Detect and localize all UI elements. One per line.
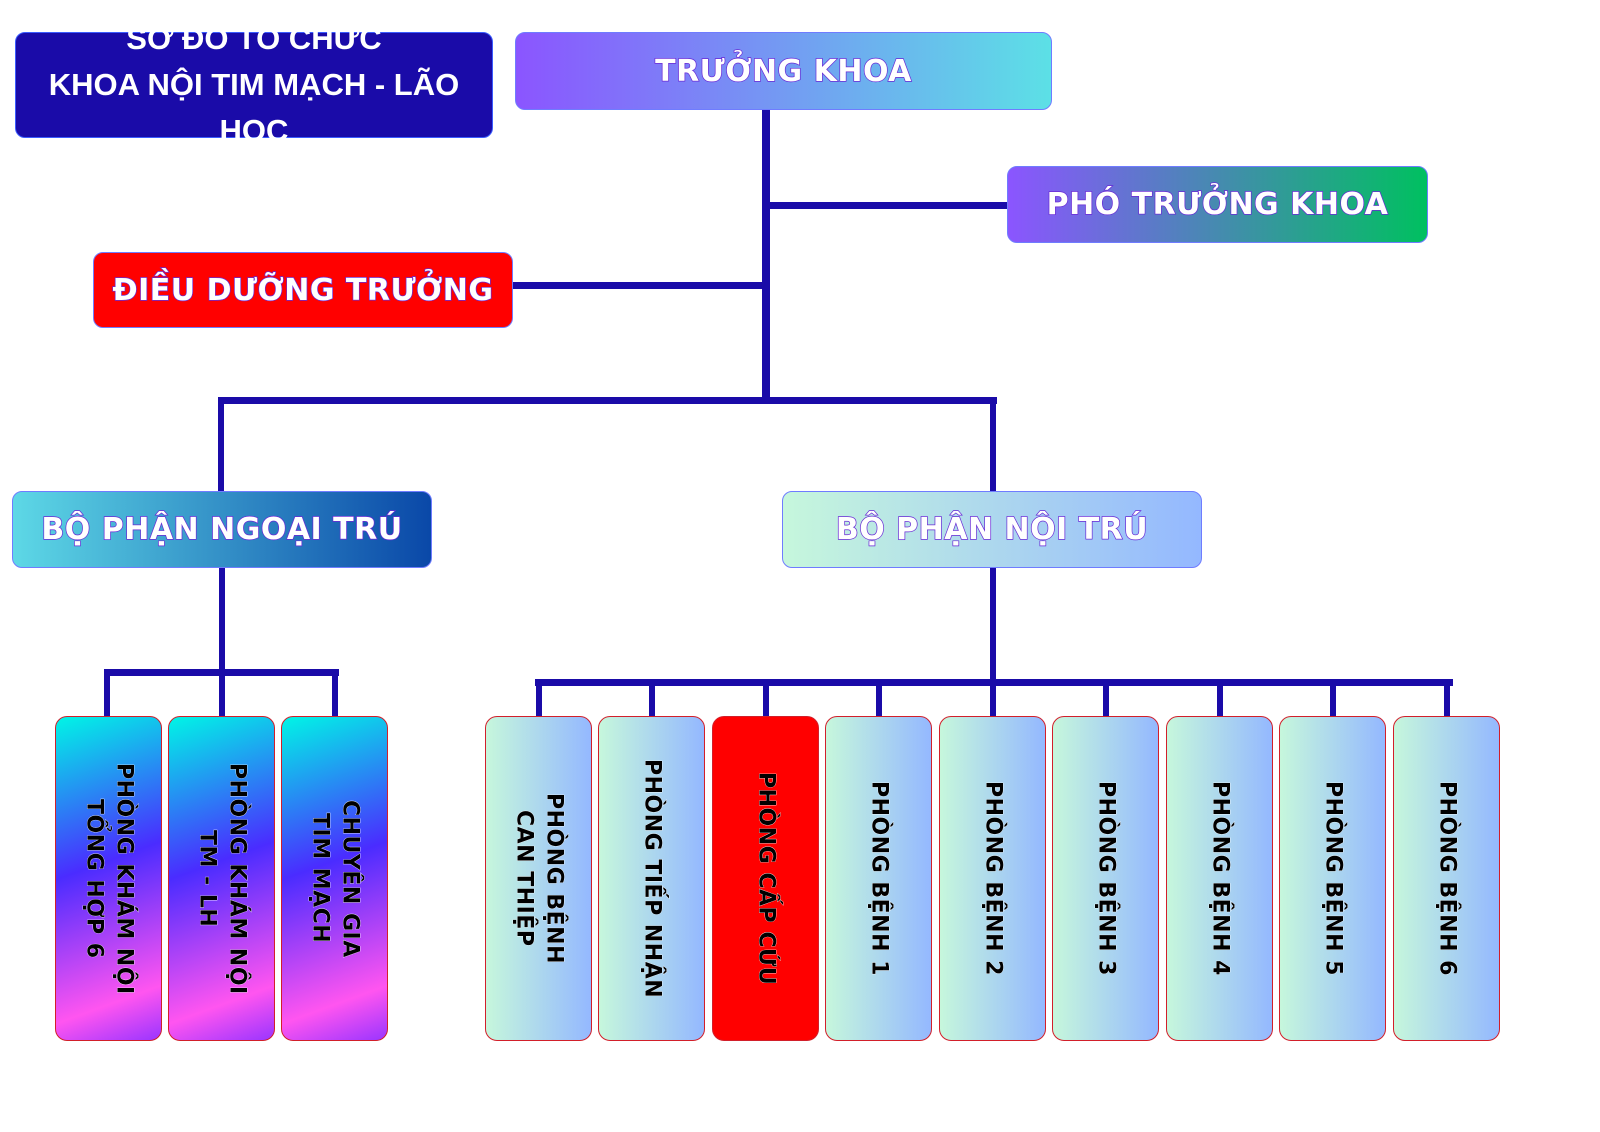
- node-inpatient-department-label: BỘ PHẬN NỘI TRÚ: [835, 511, 1149, 547]
- connector-inpatient-unit-8: [1329, 679, 1336, 716]
- connector-inpatient-unit-7: [1216, 679, 1223, 716]
- unit-label: PHÒNG BỆNH 6: [1434, 781, 1460, 977]
- unit-reception-room[interactable]: PHÒNG TIẾP NHẬN: [598, 716, 705, 1041]
- connector-deputy: [766, 202, 1008, 209]
- node-outpatient-department[interactable]: BỘ PHẬN NGOẠI TRÚ: [12, 491, 432, 568]
- connector-inpatient-unit-2: [648, 679, 655, 716]
- node-deputy-head-label: PHÓ TRƯỞNG KHOA: [1046, 186, 1389, 222]
- node-outpatient-department-label: BỘ PHẬN NGOẠI TRÚ: [41, 511, 403, 547]
- connector-outpatient: [218, 397, 224, 492]
- connector-inpatient-unit-3: [762, 679, 769, 716]
- unit-label: PHÒNG BỆNH 5: [1320, 781, 1346, 977]
- node-inpatient-department[interactable]: BỘ PHẬN NỘI TRÚ: [782, 491, 1202, 568]
- unit-label: PHÒNG BỆNH 1: [866, 781, 892, 977]
- connector-head-nurse: [513, 282, 766, 289]
- connector-inpatient-unit-1: [535, 679, 542, 716]
- connector-inpatient-unit-9: [1443, 679, 1450, 716]
- unit-label: PHÒNG BỆNH 2: [980, 781, 1006, 977]
- connector-inpatient-trunk: [990, 568, 996, 716]
- node-deputy-head[interactable]: PHÓ TRƯỞNG KHOA: [1007, 166, 1428, 243]
- unit-ward-3[interactable]: PHÒNG BỆNH 3: [1052, 716, 1159, 1041]
- connector-inpatient: [990, 397, 996, 492]
- unit-outpatient-clinic-tm-lh[interactable]: PHÒNG KHÁM NỘI TM - LH: [168, 716, 275, 1041]
- unit-emergency-room[interactable]: PHÒNG CẤP CỨU: [712, 716, 819, 1041]
- connector-inpatient-unit-4: [875, 679, 882, 716]
- unit-ward-6[interactable]: PHÒNG BỆNH 6: [1393, 716, 1500, 1041]
- unit-label: PHÒNG CẤP CỨU: [753, 771, 779, 986]
- chart-title-line-1: SƠ ĐỒ TỔ CHỨC: [126, 21, 382, 56]
- node-head-nurse-label: ĐIỀU DƯỠNG TRƯỞNG: [112, 272, 494, 308]
- unit-label: PHÒNG KHÁM NỘI TM - LH: [194, 762, 250, 995]
- unit-label: PHÒNG BỆNH CAN THIỆP: [511, 793, 567, 965]
- unit-label: CHUYÊN GIA TIM MẠCH: [307, 799, 363, 958]
- unit-label: PHÒNG KHÁM NỘI TỔNG HỢP 6: [81, 762, 137, 995]
- unit-intervention-ward[interactable]: PHÒNG BỆNH CAN THIỆP: [485, 716, 592, 1041]
- unit-ward-1[interactable]: PHÒNG BỆNH 1: [825, 716, 932, 1041]
- node-head-of-department-label: TRƯỞNG KHOA: [654, 53, 912, 89]
- unit-ward-4[interactable]: PHÒNG BỆNH 4: [1166, 716, 1273, 1041]
- chart-title-line-2: KHOA NỘI TIM MẠCH - LÃO HỌC: [48, 67, 460, 148]
- connector-outpatient-trunk: [219, 568, 225, 716]
- connector-outpatient-unit-1: [104, 669, 110, 716]
- unit-label: PHÒNG BỆNH 3: [1093, 781, 1119, 977]
- node-head-of-department[interactable]: TRƯỞNG KHOA: [515, 32, 1052, 110]
- unit-label: PHÒNG TIẾP NHẬN: [639, 758, 665, 999]
- node-head-nurse[interactable]: ĐIỀU DƯỠNG TRƯỞNG: [93, 252, 513, 328]
- chart-title: SƠ ĐỒ TỔ CHỨC KHOA NỘI TIM MẠCH - LÃO HỌ…: [15, 21, 493, 148]
- connector-head-trunk: [762, 110, 770, 404]
- connector-outpatient-bar: [104, 669, 339, 676]
- unit-ward-5[interactable]: PHÒNG BỆNH 5: [1279, 716, 1386, 1041]
- connector-outpatient-unit-3: [332, 669, 338, 716]
- unit-cardiology-specialist[interactable]: CHUYÊN GIA TIM MẠCH: [281, 716, 388, 1041]
- unit-label: PHÒNG BỆNH 4: [1207, 781, 1233, 977]
- connector-inpatient-unit-6: [1102, 679, 1109, 716]
- unit-ward-2[interactable]: PHÒNG BỆNH 2: [939, 716, 1046, 1041]
- unit-outpatient-clinic-general-6[interactable]: PHÒNG KHÁM NỘI TỔNG HỢP 6: [55, 716, 162, 1041]
- connector-departments-bar: [218, 397, 997, 404]
- connector-inpatient-unit-5: [989, 679, 996, 716]
